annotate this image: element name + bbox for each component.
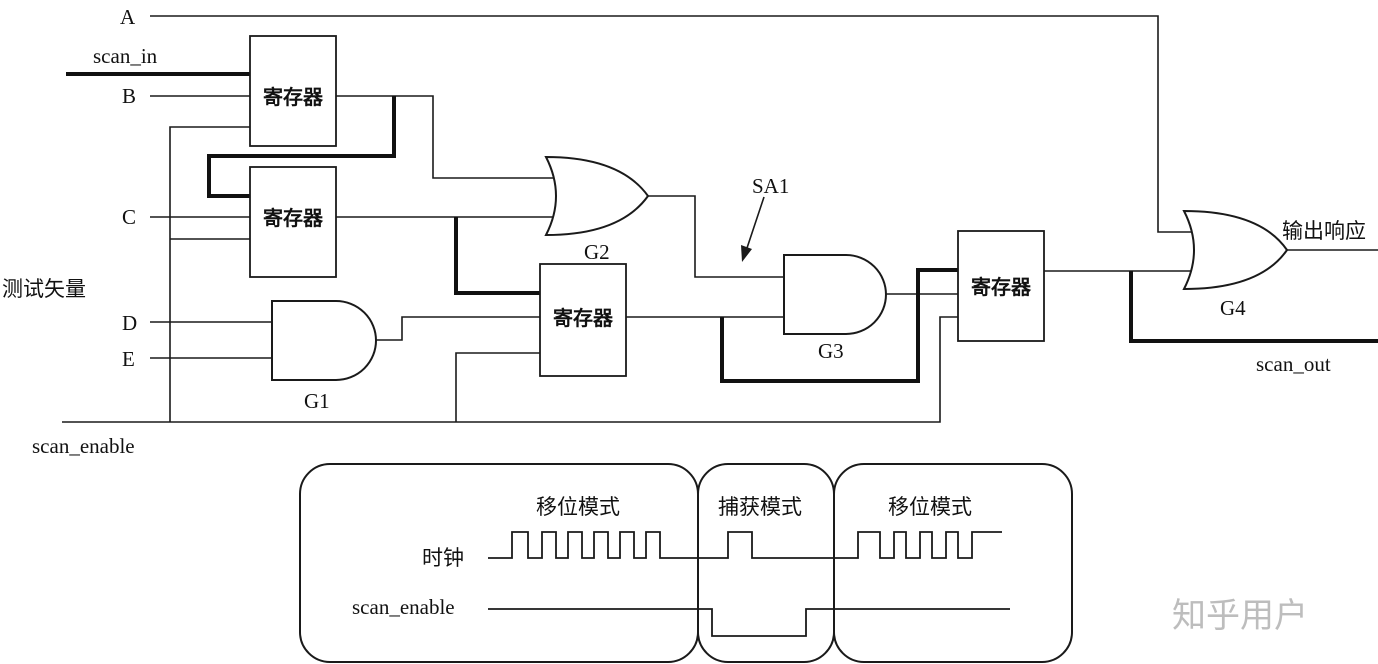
watermark: 知乎用户 — [1172, 596, 1308, 636]
scan-out-label: scan_out — [1256, 352, 1331, 376]
timing-panel: 移位模式 捕获模式 移位模式 时钟 scan_enable — [299, 463, 1073, 663]
register-2-label: 寄存器 — [263, 206, 324, 230]
wires — [62, 15, 1378, 423]
test-vector-label: 测试矢量 — [2, 277, 86, 301]
scan-enable-waveform — [488, 608, 1010, 637]
capture-mode-region — [697, 463, 835, 663]
gate-g1-label: G1 — [304, 389, 330, 413]
shift-mode-2-label: 移位模式 — [888, 495, 972, 519]
or-gate-g2 — [544, 155, 650, 237]
register-4-label: 寄存器 — [971, 275, 1032, 299]
gate-g4-label: G4 — [1220, 296, 1246, 320]
register-4: 寄存器 — [957, 230, 1045, 342]
sa1-fault-arrow — [741, 196, 765, 262]
shift-mode-region-1 — [299, 463, 699, 663]
clock-waveform — [488, 531, 1002, 559]
scan-chain-path — [66, 72, 1378, 383]
register-3-label: 寄存器 — [553, 306, 614, 330]
or-gate-g4 — [1182, 209, 1289, 291]
input-d-label: D — [122, 311, 137, 335]
gate-g3-label: G3 — [818, 339, 844, 363]
clock-label: 时钟 — [422, 546, 464, 570]
scan-in-label: scan_in — [93, 44, 158, 68]
and-gate-g1 — [271, 300, 377, 381]
capture-mode-label: 捕获模式 — [718, 495, 802, 519]
scan-enable-label: scan_enable — [32, 434, 135, 458]
sa1-label: SA1 — [752, 174, 789, 198]
input-b-label: B — [122, 84, 136, 108]
and-gate-g3 — [783, 254, 887, 335]
register-1-label: 寄存器 — [263, 85, 324, 109]
timing-scan-enable-label: scan_enable — [352, 595, 455, 619]
register-2: 寄存器 — [249, 166, 337, 278]
input-c-label: C — [122, 205, 136, 229]
register-3: 寄存器 — [539, 263, 627, 377]
output-response-label: 输出响应 — [1282, 219, 1366, 243]
shift-mode-region-2 — [833, 463, 1073, 663]
input-e-label: E — [122, 347, 135, 371]
gate-g2-label: G2 — [584, 240, 610, 264]
input-a-label: A — [120, 5, 136, 29]
shift-mode-1-label: 移位模式 — [536, 495, 620, 519]
register-1: 寄存器 — [249, 35, 337, 147]
